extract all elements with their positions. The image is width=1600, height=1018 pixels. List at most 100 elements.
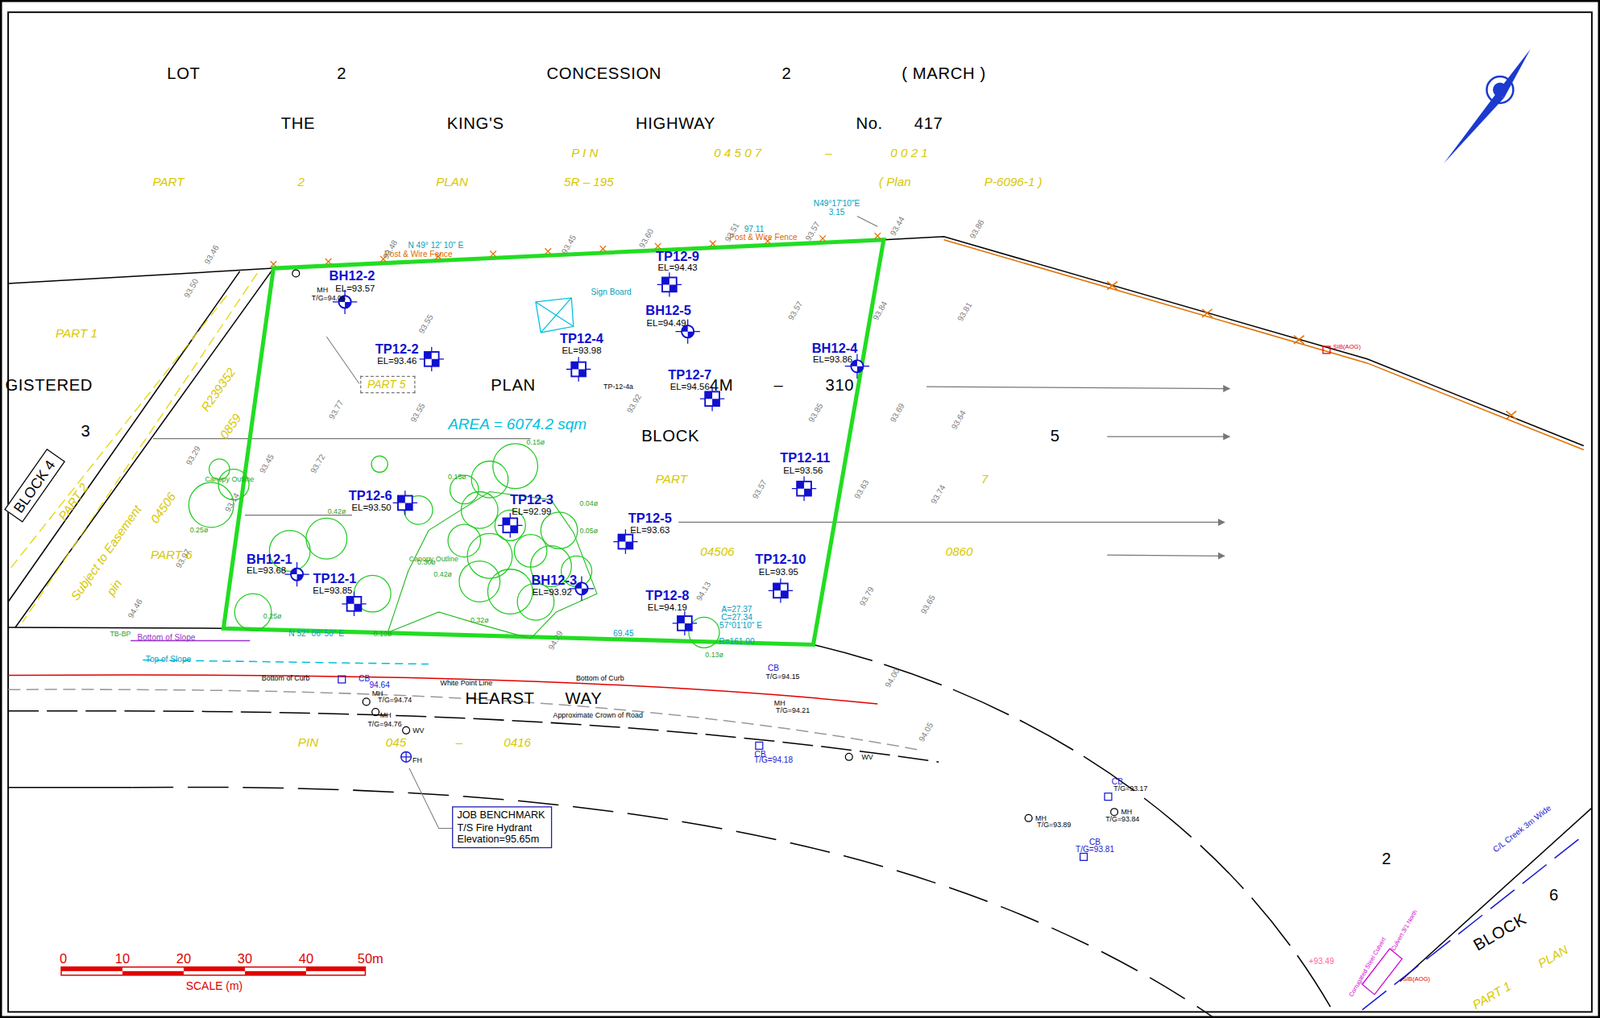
tree-diameter: 0.15ø bbox=[526, 438, 546, 446]
test-pit-id: BH12-1 bbox=[246, 552, 293, 566]
bearing-dimension: 69.45 bbox=[613, 630, 634, 639]
test-pit-symbols bbox=[571, 362, 586, 378]
area-label: AREA = 6074.2 sqm bbox=[447, 415, 587, 432]
catch-basin-label: 94.64 bbox=[368, 681, 390, 690]
scale-bar bbox=[306, 967, 365, 972]
parcel-label: 0 0 2 1 bbox=[890, 146, 928, 159]
tree-symbols bbox=[540, 512, 578, 550]
test-pit-symbols bbox=[657, 272, 682, 297]
test-pit-symbols bbox=[290, 567, 303, 581]
utility-symbols bbox=[338, 675, 346, 684]
test-pit-symbols bbox=[332, 290, 357, 315]
test-pit-symbols bbox=[796, 481, 812, 497]
test-pit-symbols bbox=[575, 582, 588, 595]
tree-diameter: 0.30ø bbox=[417, 558, 436, 566]
test-pit-symbols bbox=[419, 347, 444, 372]
box-text: Elevation=95.65m bbox=[456, 833, 547, 846]
utility-note: MH bbox=[1035, 814, 1047, 822]
spot-elevation: 93.79 bbox=[858, 585, 876, 608]
utility-symbols bbox=[755, 741, 763, 750]
lot-lines bbox=[883, 236, 1584, 447]
utility-symbols bbox=[1080, 853, 1088, 861]
map-label: No. bbox=[855, 115, 883, 132]
leader-arrows bbox=[678, 386, 1230, 556]
sign-board bbox=[535, 298, 574, 333]
bearing-dimension: A=27.37 bbox=[721, 605, 752, 614]
map-label: 6 bbox=[1549, 887, 1559, 904]
tree-symbols bbox=[371, 455, 388, 473]
test-pit-symbols bbox=[502, 518, 518, 533]
bearing-dimension: Sign Board bbox=[591, 288, 632, 297]
utility-note: MH bbox=[1120, 808, 1132, 817]
test-pit-symbols bbox=[657, 272, 682, 297]
fence-line bbox=[1202, 309, 1213, 318]
test-pit-symbols bbox=[618, 534, 634, 550]
catch-basin-label: CB bbox=[358, 675, 370, 684]
spot-elevation: 93.81 bbox=[956, 301, 974, 324]
test-pit-symbols bbox=[341, 592, 366, 617]
bearing-dimension: N 49° 12' 10" E bbox=[407, 241, 464, 250]
bearing-dimension: 3.15 bbox=[829, 209, 846, 218]
map-label: 2 bbox=[1381, 850, 1392, 867]
tree-symbols bbox=[447, 524, 481, 558]
fence-line bbox=[944, 240, 1584, 451]
utility-note: T/G=93.17 bbox=[1113, 785, 1148, 793]
utility-symbols bbox=[362, 698, 370, 706]
easement-lines bbox=[22, 273, 257, 622]
box-text: PART 5 bbox=[367, 377, 409, 391]
tree-diameter: Canopy Outline bbox=[204, 476, 254, 484]
utility-symbols bbox=[845, 753, 853, 761]
parcel-label: PLAN bbox=[435, 175, 469, 188]
tree-symbols bbox=[306, 518, 348, 560]
map-label: HEARST bbox=[465, 690, 535, 707]
utility-note: T/G=94.15 bbox=[765, 672, 800, 680]
fence-marks bbox=[489, 250, 497, 257]
elevation-value: EL=93.85 bbox=[312, 586, 353, 596]
map-label: 4M bbox=[709, 377, 734, 394]
elevation-value: EL=94.56 bbox=[670, 383, 710, 393]
parcel-label: 0416 bbox=[503, 736, 531, 749]
parcel-label: PART bbox=[655, 473, 688, 486]
elevation-value: EL=93.63 bbox=[630, 526, 670, 535]
utility-note: White Point Line bbox=[440, 679, 494, 687]
map-label: 310 bbox=[825, 377, 855, 394]
elevation-value: EL=93.98 bbox=[561, 346, 602, 356]
parcel-boundary bbox=[223, 240, 883, 646]
spot-elevation: 94.29 bbox=[547, 630, 565, 652]
part-box: PART 5 bbox=[360, 376, 415, 394]
test-pit-symbols bbox=[566, 356, 591, 382]
test-pit-symbols bbox=[419, 347, 444, 372]
test-pit-id: BH12-4 bbox=[812, 341, 859, 355]
test-pit-id: BH12-5 bbox=[645, 303, 692, 317]
test-pit-symbols bbox=[347, 596, 362, 612]
test-pit-symbols bbox=[662, 277, 677, 293]
catch-basin-label: CB bbox=[767, 665, 780, 674]
parcel-label: 2 bbox=[297, 175, 304, 188]
road-edges bbox=[8, 711, 939, 763]
leader-lines bbox=[153, 216, 878, 830]
utility-symbols bbox=[1104, 793, 1112, 801]
spot-elevation: 93.92 bbox=[625, 393, 643, 415]
spot-elevation: 94.05 bbox=[917, 721, 935, 744]
parcel-label: – bbox=[824, 146, 832, 159]
test-pit-symbols bbox=[768, 578, 793, 603]
survey-bar-label: SIB(AOG) bbox=[1402, 976, 1431, 983]
fence-line bbox=[944, 240, 1584, 451]
spot-elevation: 93.63 bbox=[853, 478, 871, 501]
elevation-value: EL=93.56 bbox=[783, 466, 823, 476]
easement-lines bbox=[8, 273, 257, 622]
parcel-label: 0860 bbox=[945, 546, 974, 559]
tree-symbols bbox=[460, 491, 498, 529]
lot-lines bbox=[1400, 808, 1592, 982]
test-pit-symbols bbox=[393, 490, 418, 515]
box-text: JOB BENCHMARK bbox=[456, 809, 547, 822]
test-pit-id: BH12-2 bbox=[329, 269, 376, 282]
spot-elevation: 93.72 bbox=[309, 453, 327, 476]
elevation-value: EL=92.99 bbox=[511, 507, 552, 517]
spot-elevation: 93.50 bbox=[182, 277, 200, 300]
leader-lines bbox=[244, 514, 353, 516]
leader-lines bbox=[857, 216, 878, 228]
elevation-value: EL=94.49 bbox=[646, 319, 687, 328]
utility-symbols bbox=[1024, 814, 1033, 822]
